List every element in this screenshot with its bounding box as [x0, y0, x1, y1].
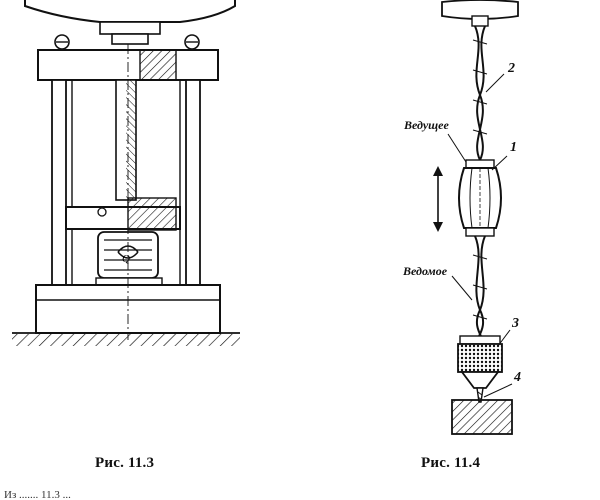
- bolt-head-left: [54, 34, 70, 50]
- barrel-element: [458, 159, 502, 237]
- callout-3: 3: [512, 316, 519, 331]
- caption-fig-11-3: Рис. 11.3: [95, 455, 155, 471]
- callout-4: 4: [514, 370, 521, 385]
- press-frame-drawing: Q: [12, 0, 240, 346]
- drill-assembly-drawing: [433, 0, 519, 435]
- callout-1: 1: [510, 140, 517, 155]
- twisted-rod-lower: [472, 235, 488, 346]
- label-driving: Ведущее: [404, 118, 449, 132]
- twisted-rod-upper: [472, 25, 488, 161]
- bolt-head-right: [184, 34, 200, 50]
- center-mark-label: Q: [122, 253, 130, 265]
- caption-fig-11-4: Рис. 11.4: [421, 455, 481, 471]
- chuck-knurled: [457, 335, 503, 389]
- callout-2: 2: [508, 61, 515, 76]
- figure-11-3: Q: [0, 0, 290, 440]
- figure-11-4: Ведущее Ведомое 2 1 3 4: [380, 0, 540, 440]
- cut-off-text-line: Из ....... 11.3 ...: [4, 489, 71, 500]
- vibration-arrow: [433, 166, 443, 232]
- label-driven: Ведомое: [403, 264, 448, 278]
